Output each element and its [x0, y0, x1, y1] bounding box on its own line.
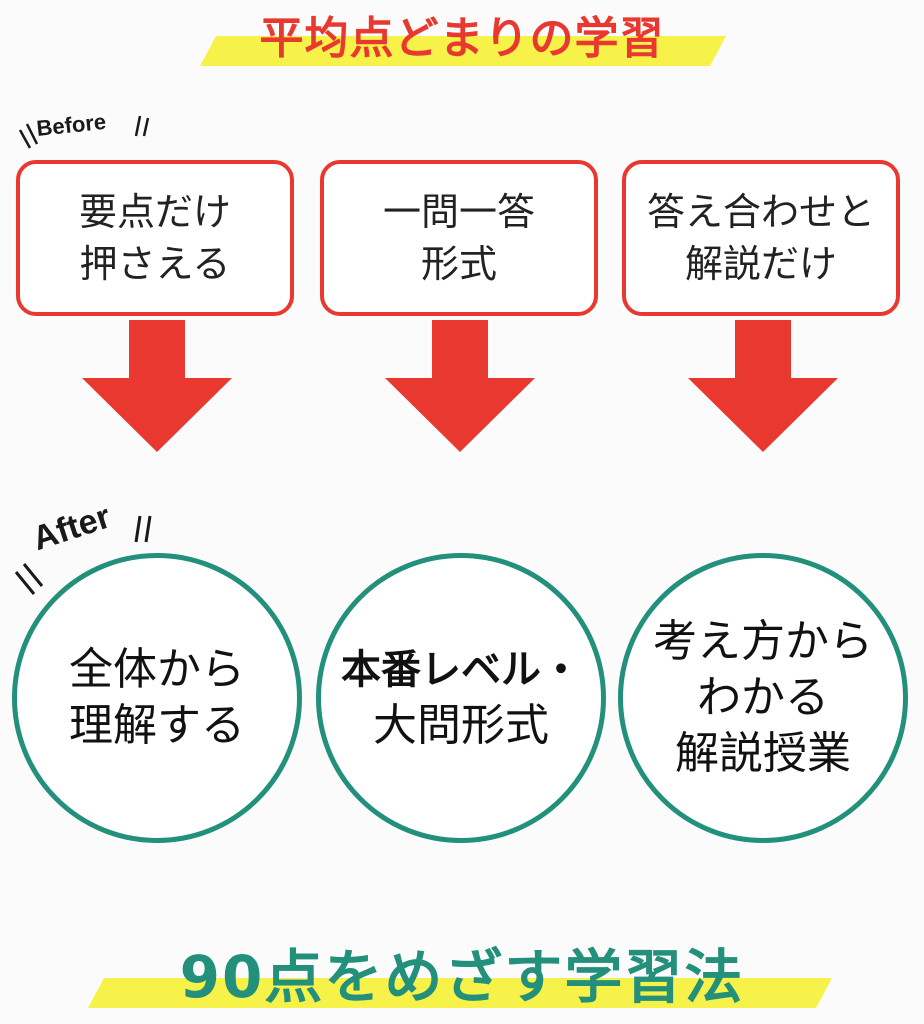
before-tag: Before: [35, 108, 108, 142]
before-box-answer-check: 答え合わせと 解説だけ: [622, 160, 900, 316]
emphasis-strokes-icon: [18, 123, 39, 149]
emphasis-strokes-icon: [134, 115, 150, 137]
emphasis-strokes-icon: [14, 563, 44, 595]
after-circle-understand-whole: 全体から 理解する: [12, 553, 302, 843]
after-circle-line: 大問形式: [373, 700, 549, 751]
after-circle-line: 解説授業: [675, 728, 851, 779]
down-arrow-icon: [688, 320, 838, 452]
before-box-line: 一問一答: [382, 190, 535, 234]
page-title: 平均点どまりの学習: [259, 13, 665, 64]
after-circle-exam-level: 本番レベル・ 大問形式: [316, 553, 606, 843]
after-circle-line: わかる: [697, 672, 829, 723]
down-arrow-icon: [385, 320, 535, 452]
after-circle-line: 考え方から: [653, 616, 873, 667]
before-box-line: 解説だけ: [684, 242, 837, 286]
before-box-line: 形式: [420, 242, 497, 286]
after-circle-line: 本番レベル・: [341, 647, 581, 693]
before-box-one-question: 一問一答 形式: [320, 160, 598, 316]
footer-title: 90点をめざす学習法: [179, 943, 745, 1011]
before-box-line: 押さえる: [79, 242, 231, 286]
after-circle-line: 理解する: [69, 700, 245, 751]
down-arrow-icon: [82, 320, 232, 452]
emphasis-strokes-icon: [134, 515, 152, 543]
before-box-key-points: 要点だけ 押さえる: [16, 160, 294, 316]
before-box-line: 要点だけ: [78, 190, 231, 234]
after-tag: After: [27, 497, 116, 559]
after-circle-explanation-lessons: 考え方から わかる 解説授業: [618, 553, 908, 843]
before-box-line: 答え合わせと: [646, 190, 875, 234]
after-circle-line: 全体から: [69, 644, 245, 695]
